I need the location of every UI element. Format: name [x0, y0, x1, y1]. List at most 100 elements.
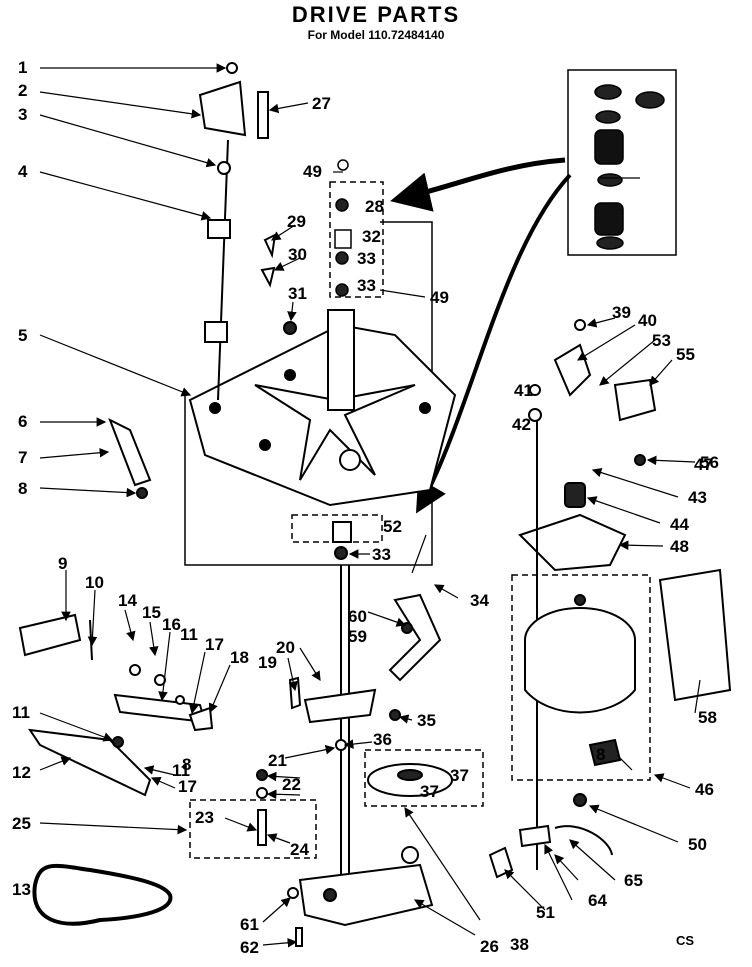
part-label-35: 35: [417, 711, 436, 730]
footer-code: CS: [676, 933, 694, 948]
part-label-33: 33: [357, 276, 376, 295]
part-label-4: 4: [18, 162, 28, 181]
part-label-8: 8: [596, 745, 605, 764]
part-label-32: 32: [362, 227, 381, 246]
part-label-43: 43: [688, 488, 707, 507]
part-label-25: 25: [12, 814, 31, 833]
part-label-47: 47: [694, 455, 713, 474]
part-label-13: 13: [12, 880, 31, 899]
part-label-37: 37: [420, 782, 439, 801]
part-label-7: 7: [18, 448, 27, 467]
part-label-6: 6: [18, 412, 27, 431]
part-label-30: 30: [288, 245, 307, 264]
part-label-12: 12: [12, 763, 31, 782]
part-label-34: 34: [470, 591, 489, 610]
kit-bearing: [594, 129, 624, 165]
part-label-61: 61: [240, 915, 259, 934]
kit-arrow-bottom: [416, 173, 572, 514]
bracket-6-7-8: [108, 417, 152, 499]
part-label-62: 62: [240, 938, 259, 957]
part-label-28: 28: [365, 197, 384, 216]
part-27-rod: [257, 91, 269, 139]
part-label-29: 29: [287, 212, 306, 231]
base-group-box: [184, 221, 433, 566]
part-label-36: 36: [373, 730, 392, 749]
part-label-8: 8: [182, 755, 191, 774]
group-boxes: [184, 69, 677, 859]
part-label-11: 11: [172, 761, 190, 780]
kit-arrow-top: [390, 157, 566, 212]
part-label-48: 48: [670, 537, 689, 556]
pulley-37: [367, 763, 453, 797]
part-label-8: 8: [18, 479, 27, 498]
part-label-24: 24: [290, 840, 309, 859]
leader-lines: [39, 63, 701, 948]
part-label-49: 49: [303, 162, 322, 181]
pulley-37-box: [364, 749, 484, 807]
spacer-stack-box: [329, 181, 384, 298]
model-subtitle: For Model 110.72484140: [307, 28, 445, 42]
kit-bearing: [594, 202, 624, 236]
part-label-26: 26: [480, 937, 499, 956]
part-label-50: 50: [688, 835, 707, 854]
spacer-stack: [334, 159, 352, 297]
part-label-55: 55: [676, 345, 695, 364]
part-label-11: 11: [180, 625, 198, 644]
part-label-19: 19: [258, 653, 277, 672]
motor-46-box: [511, 574, 651, 781]
part-label-39: 39: [612, 303, 631, 322]
drive-belt-13: [32, 863, 173, 926]
part-label-49: 49: [430, 288, 449, 307]
part-label-23: 23: [195, 808, 214, 827]
gearcase-26: [298, 846, 434, 927]
part-label-64: 64: [588, 891, 607, 910]
part-label-11: 11: [12, 703, 30, 722]
part-label-65: 65: [624, 871, 643, 890]
part-label-21: 21: [268, 751, 287, 770]
part-label-3: 3: [18, 105, 27, 124]
diagram-title: DRIVE PARTS: [291, 2, 461, 27]
pin-parts: [256, 769, 268, 846]
part-label-33: 33: [372, 545, 391, 564]
part-25-box: [189, 799, 317, 859]
part-label-59: 59: [348, 627, 367, 646]
spider-casting: [254, 384, 416, 481]
part-label-46: 46: [695, 780, 714, 799]
part-label-15: 15: [142, 603, 161, 622]
part-label-31: 31: [288, 284, 307, 303]
part-label-10: 10: [85, 573, 104, 592]
kit-seal: [595, 110, 621, 124]
part-label-22: 22: [282, 775, 301, 794]
panel-55: [658, 568, 732, 702]
kit-seal: [594, 84, 622, 100]
part-label-44: 44: [670, 515, 689, 534]
kit-seal: [597, 173, 623, 187]
part-label-51: 51: [536, 903, 555, 922]
part-label-5: 5: [18, 326, 27, 345]
drive-shaft: [303, 521, 377, 880]
part-label-1: 1: [18, 58, 27, 77]
part-label-52: 52: [383, 517, 402, 536]
part-label-14: 14: [118, 591, 137, 610]
part-58: [388, 593, 442, 682]
part-label-9: 9: [58, 554, 67, 573]
bearing-kit-65: [594, 84, 665, 250]
part-label-58: 58: [698, 708, 717, 727]
motor-assembly: [287, 319, 732, 947]
kit-seal: [596, 236, 624, 250]
part-label-42: 42: [512, 415, 531, 434]
part-label-17: 17: [178, 777, 197, 796]
part-label-17: 17: [205, 635, 224, 654]
part-label-2: 2: [18, 81, 27, 100]
part-label-37: 37: [450, 766, 469, 785]
part-label-53: 53: [652, 331, 671, 350]
part-label-16: 16: [162, 615, 181, 634]
linkage-assembly: [198, 62, 297, 401]
part-label-18: 18: [230, 648, 249, 667]
base-plate-5: [188, 323, 457, 507]
part-label-56: 56: [700, 453, 719, 472]
part-label-38: 38: [510, 935, 529, 954]
